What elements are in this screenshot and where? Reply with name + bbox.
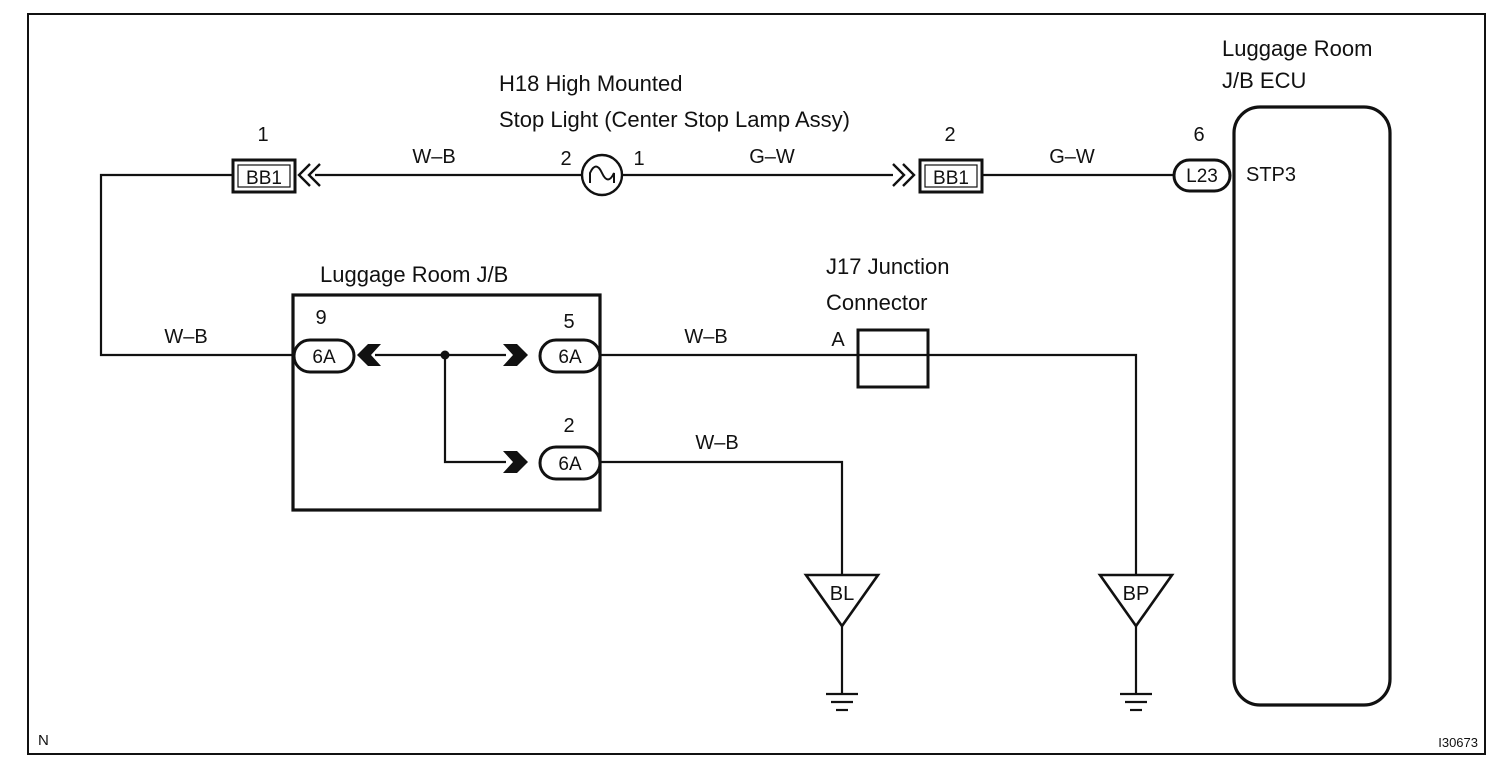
wire-w-b-to-bp [601,353,1138,575]
chevron-left-solid-icon [357,344,381,366]
junction-connector-title-line1: J17 Junction [826,254,950,279]
chevron-right-solid-icon [503,451,528,473]
ground-icon [826,692,858,712]
jb-splice-point [440,350,450,360]
wire-label-top-left: W–B [412,146,455,168]
connector-l23-label: L23 [1186,166,1218,187]
ecu-title-line1: Luggage Room [1222,36,1372,61]
connector-l23 [1172,158,1232,193]
jb-terminal-9-label: 6A [312,347,336,368]
stop-light-title-line1: H18 High Mounted [499,71,682,96]
wire-w-b-left-loop [99,173,294,357]
stop-light-pin-right: 1 [633,148,644,170]
ecu-box [1232,105,1392,707]
stop-light-title-line2: Stop Light (Center Stop Lamp Assy) [499,107,850,132]
wire-label-left-vertical: W–B [164,326,207,348]
connector-l23-pin: 6 [1193,124,1204,146]
jb-terminal-9-pin: 9 [315,307,326,329]
connector-bb1-right-pin: 2 [944,124,955,146]
stop-light-pin-left: 2 [560,148,571,170]
diagram-frame [27,13,1486,755]
ecu-title-line2: J/B ECU [1222,68,1306,93]
connector-bb1-left-label: BB1 [246,168,282,189]
jb-terminal-5 [538,338,602,374]
ecu-terminal-name: STP3 [1246,164,1296,186]
junction-block-box [291,293,602,512]
jb-terminal-9 [292,338,356,374]
junction-connector-pin: A [831,329,845,351]
jb-terminal-5-pin: 5 [563,311,574,333]
connector-bb1-right-label: BB1 [933,168,969,189]
chevron-right-icon [892,163,916,187]
ground-point-bp [1097,573,1175,693]
jb-terminal-5-label: 6A [558,347,582,368]
wire-label-top-mid: G–W [749,146,795,168]
corner-label-n: N [38,732,49,749]
jb-terminal-2-pin: 2 [563,415,574,437]
wire-label-top-right: G–W [1049,146,1095,168]
jb-terminal-2 [538,445,602,481]
ground-icon [1120,692,1152,712]
junction-connector-title-line2: Connector [826,290,928,315]
chevron-right-solid-icon [503,344,528,366]
bulb-icon [580,153,624,197]
jb-terminal-2-label: 6A [558,454,582,475]
junction-connector-box [856,328,930,389]
ground-bl-label: BL [830,583,854,605]
junction-block-title: Luggage Room J/B [320,262,508,287]
wire-label-jb-out-5: W–B [684,326,727,348]
connector-bb1-left-pin: 1 [257,124,268,146]
ground-point-bl [803,573,881,693]
ground-bp-label: BP [1123,583,1150,605]
wire-w-b-to-bl [601,460,844,575]
chevron-left-icon [297,163,321,187]
wire-label-jb-out-2: W–B [695,432,738,454]
jb-internal-branch [443,355,506,464]
figure-id: I30673 [1438,735,1478,750]
